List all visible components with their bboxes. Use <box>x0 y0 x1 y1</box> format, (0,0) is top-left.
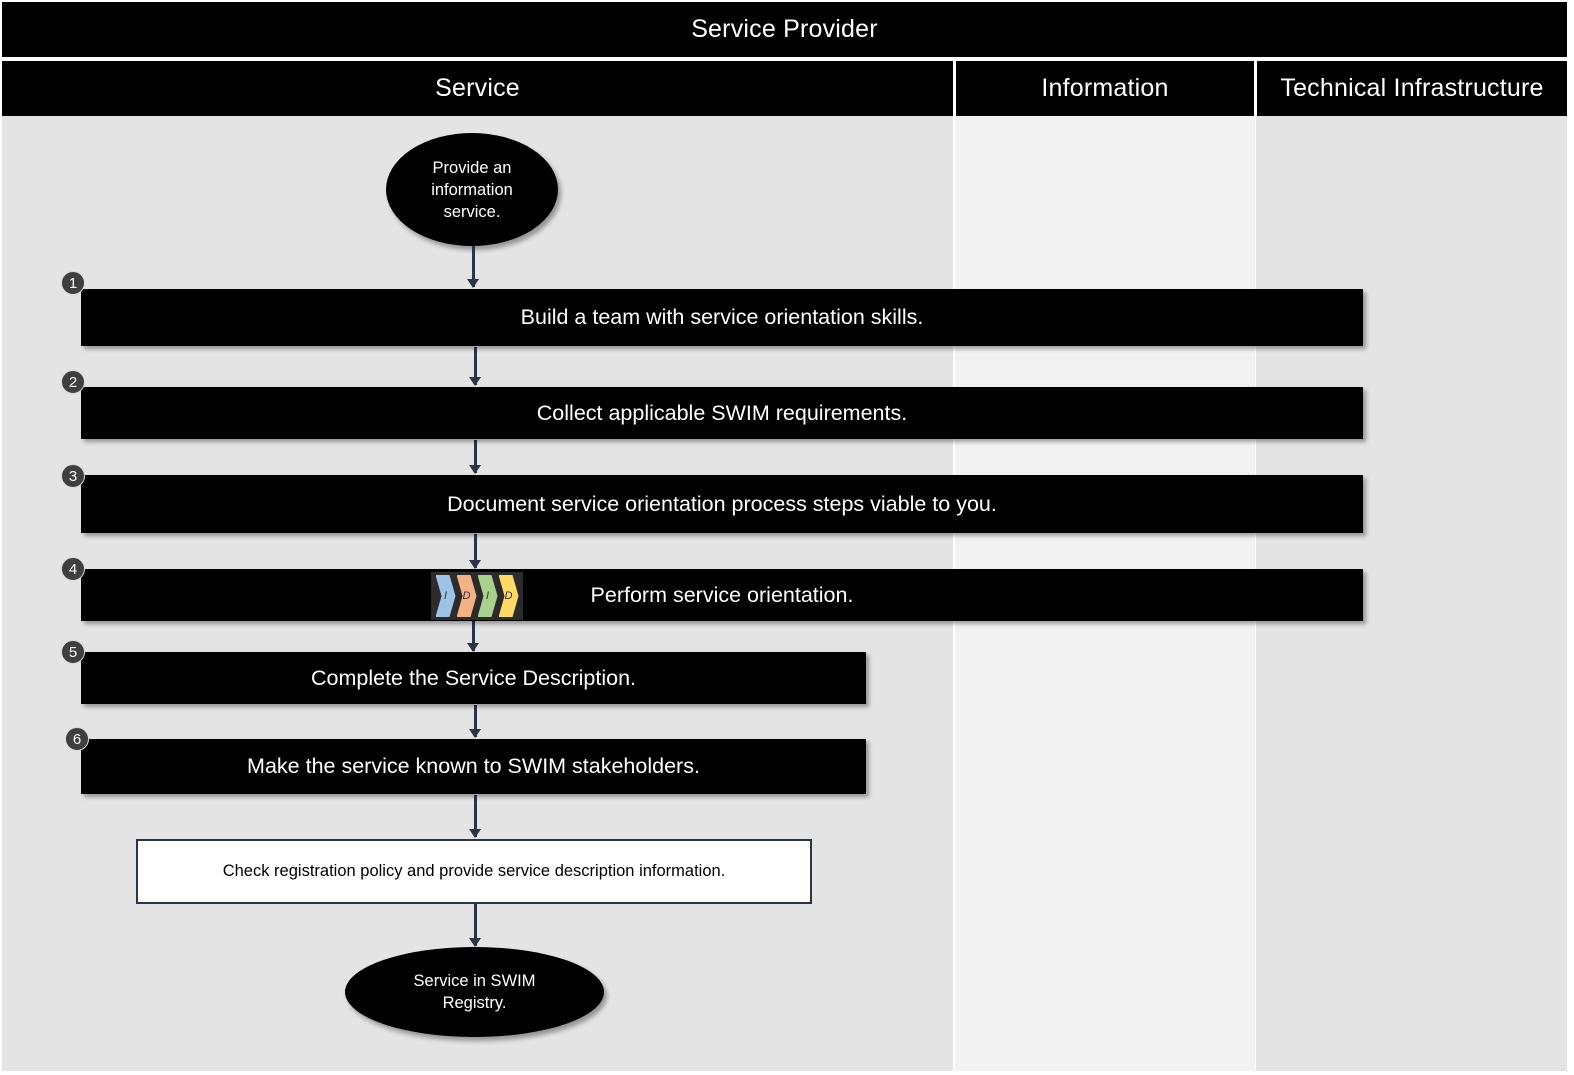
step-number-badge-2: 2 <box>61 370 85 394</box>
process-step-6: Make the service known to SWIM stakehold… <box>81 739 866 794</box>
process-step-1-label: Build a team with service orientation sk… <box>520 305 924 329</box>
process-step-5: Complete the Service Description. <box>81 652 866 704</box>
process-step-1: Build a team with service orientation sk… <box>81 289 1363 346</box>
step-number-badge-1: 1 <box>61 271 85 295</box>
phase-chevron-3-letter: I <box>485 590 490 602</box>
step-number-badge-4: 4 <box>61 557 85 581</box>
phase-chevron-1-letter: I <box>443 590 448 602</box>
lane-header-information: Information <box>956 61 1254 116</box>
process-step-5-label: Complete the Service Description. <box>310 665 637 690</box>
step-number-badge-3: 3 <box>61 464 85 488</box>
end-node: Service in SWIM Registry. <box>345 947 604 1037</box>
header-service-provider: Service Provider <box>2 2 1567 57</box>
step-number-badge-6: 6 <box>65 727 89 751</box>
process-step-4: Perform service orientation. <box>81 569 1363 621</box>
registration-note-box: Check registration policy and provide se… <box>136 839 812 904</box>
connector-step-1-to-step-2 <box>469 347 481 386</box>
lane-header-service: Service <box>2 61 953 116</box>
registration-note-text: Check registration policy and provide se… <box>222 862 726 880</box>
idid-phase-icon: I D I D <box>431 572 523 620</box>
process-step-2-label: Collect applicable SWIM requirements. <box>536 400 908 425</box>
connector-step-3-to-step-4 <box>469 534 481 569</box>
connector-step-5-to-step-6 <box>469 705 481 738</box>
start-node-label: Provide an information service. <box>431 158 513 221</box>
process-step-3-label: Document service orientation process ste… <box>447 491 997 516</box>
connector-note-to-end <box>469 904 481 947</box>
process-step-3: Document service orientation process ste… <box>81 475 1363 533</box>
step-number-badge-5: 5 <box>61 640 85 664</box>
connector-step-2-to-step-3 <box>469 440 481 474</box>
connector-step-4-to-step-5 <box>467 621 479 652</box>
phase-chevron-1: I <box>435 575 456 617</box>
process-step-4-label: Perform service orientation. <box>590 582 854 607</box>
phase-chevron-4-letter: D <box>504 590 513 602</box>
lane-header-technical-infrastructure: Technical Infrastructure <box>1257 61 1567 116</box>
connector-start-to-step-1 <box>467 246 479 288</box>
phase-chevron-2: D <box>456 575 477 617</box>
process-step-2: Collect applicable SWIM requirements. <box>81 387 1363 439</box>
phase-chevron-2-letter: D <box>462 590 471 602</box>
phase-chevron-4: D <box>498 575 519 617</box>
connector-step-6-to-note <box>469 795 481 838</box>
phase-chevron-3: I <box>477 575 498 617</box>
start-node: Provide an information service. <box>386 133 558 246</box>
end-node-label: Service in SWIM Registry. <box>413 972 536 1012</box>
process-step-6-label: Make the service known to SWIM stakehold… <box>247 754 700 778</box>
